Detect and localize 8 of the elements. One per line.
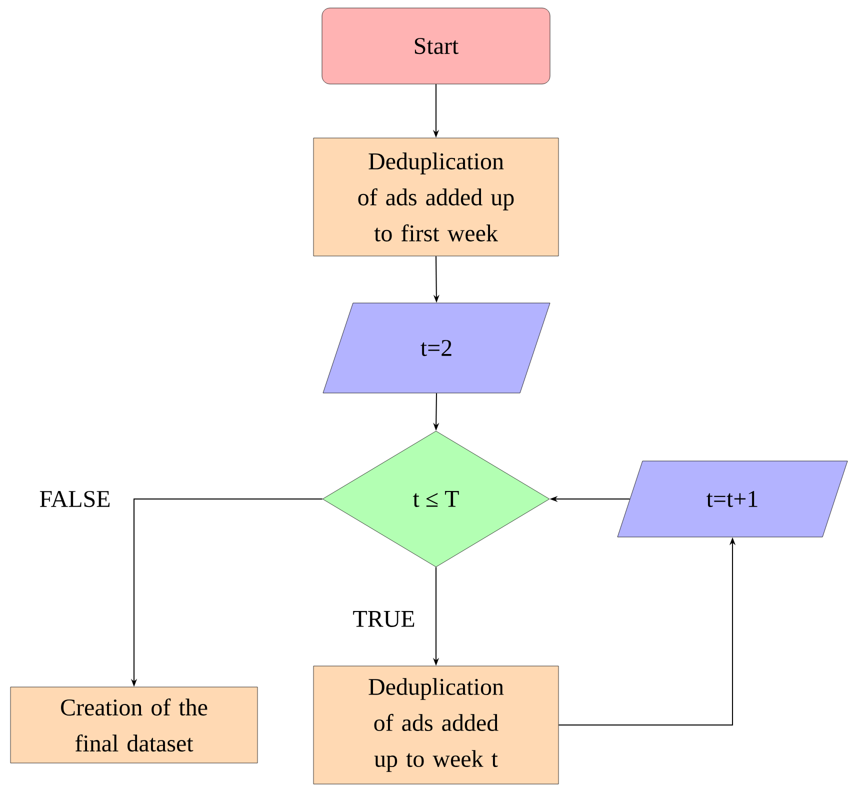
edge-label: TRUE	[350, 609, 418, 629]
process-box: Creation of the final dataset	[10, 686, 258, 764]
process-box: Deduplication of ads added up to first week	[313, 138, 559, 256]
start-box: Start	[322, 8, 550, 84]
edge-label: FALSE	[37, 488, 113, 510]
process-box: Deduplication of ads added up to week t	[313, 666, 559, 784]
io-parallelogram: t=2	[322, 302, 550, 394]
io-parallelogram: t=t+1	[617, 460, 848, 538]
